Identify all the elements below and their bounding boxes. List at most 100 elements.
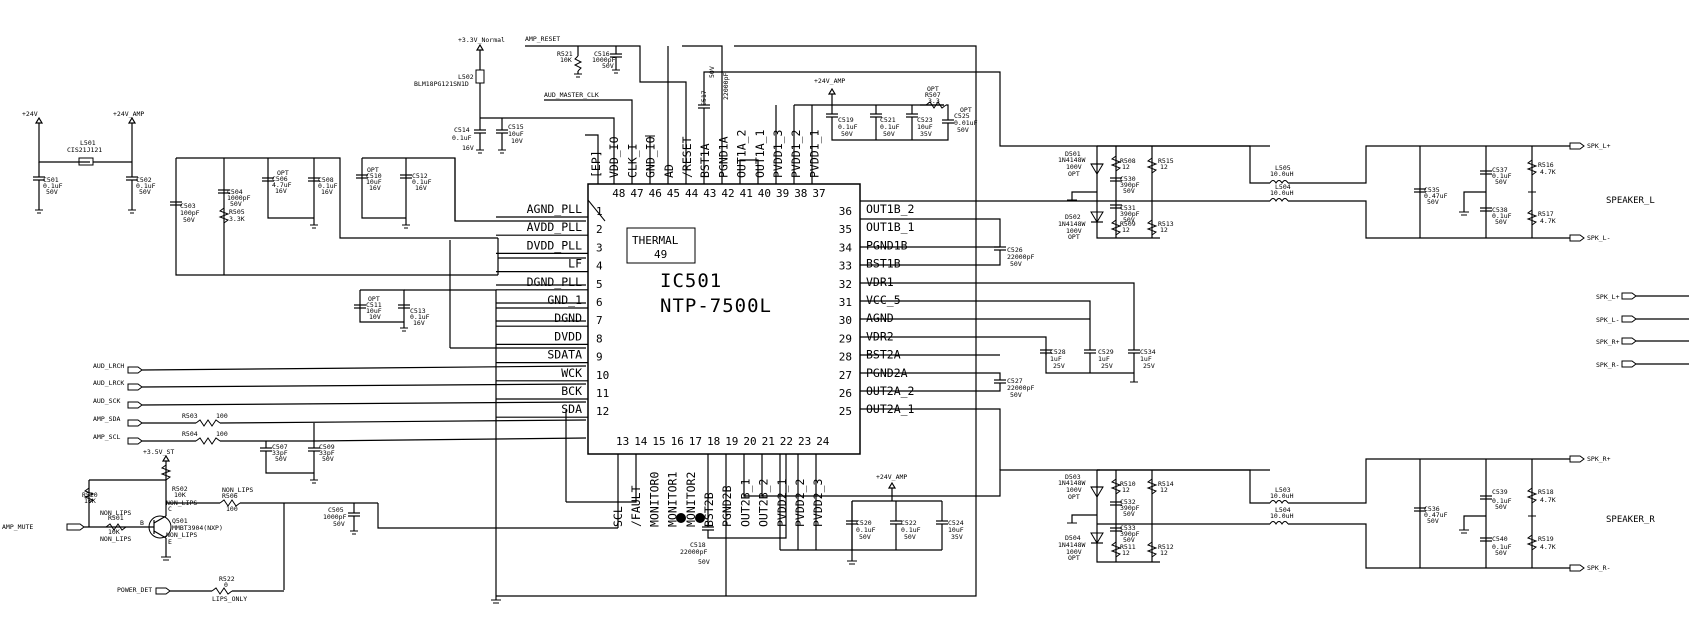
c502-rating: 50V — [139, 188, 151, 196]
c525-opt: OPT — [960, 106, 972, 114]
r522-ref: R522 — [219, 575, 235, 583]
net-lips-only: LIPS_ONLY — [212, 595, 247, 603]
net-spk-r-minus-2: SPK_R- — [1596, 361, 1619, 369]
ic-bottom-pin-number: 22 — [780, 435, 793, 448]
ic-bottom-pin-number: 23 — [798, 435, 811, 448]
ic-left-pin-number: 1 — [596, 205, 603, 218]
c509-ref: C509 — [319, 443, 335, 451]
ic-left-pin-name: WCK — [561, 366, 582, 380]
l502-value: BLM18PG121SN1D — [414, 80, 469, 88]
ic-bottom-pin-name: PVDD2_2 — [793, 479, 807, 527]
ic-left-pin-name: DGND_PLL — [527, 275, 582, 289]
r503-ref: R503 — [182, 412, 198, 420]
q501-value: MMBT3904(NXP) — [172, 524, 223, 532]
c537-ref: C537 — [1492, 166, 1508, 174]
r507-opt: OPT — [927, 85, 939, 93]
resistor-r501 — [105, 523, 127, 531]
ic-left-pin-number: 6 — [596, 296, 603, 309]
r508-ref: R508 — [1120, 157, 1136, 165]
ic-right-pin-number: 34 — [839, 241, 853, 254]
r521-ref: R521 — [557, 50, 573, 58]
l504b-value: 10.0uH — [1270, 512, 1294, 520]
port-aud-lrck — [127, 383, 143, 391]
ic-bottom-pin-name: OUT2B_1 — [738, 478, 752, 527]
r506-ref: R506 — [222, 492, 238, 500]
c518-value: 22000pF — [680, 548, 707, 556]
c526-ref: C526 — [1007, 246, 1023, 254]
ic-notch — [587, 199, 606, 222]
c508-ref: C508 — [318, 176, 334, 184]
ic-bottom-pin-number: 21 — [762, 435, 775, 448]
r515-value: 12 — [1160, 163, 1168, 171]
speaker-l-label: SPEAKER_L — [1606, 196, 1655, 206]
c532-rating: 50V — [1123, 510, 1135, 518]
c523-ref: C523 — [917, 116, 933, 124]
port-spk-l-plus — [1569, 142, 1585, 150]
c518-rating: 50V — [698, 558, 710, 566]
d502-opt: OPT — [1068, 233, 1080, 241]
net-spk-l-plus-2: SPK_L+ — [1596, 293, 1620, 301]
power-arrow-3v5-st — [161, 454, 171, 462]
c519-value: 0.1uF — [838, 123, 858, 131]
d502-ref: D502 — [1065, 213, 1081, 221]
c510-value: 10uF — [366, 178, 382, 186]
resistor-r519 — [1526, 534, 1538, 551]
c523-rating: 35V — [920, 130, 932, 138]
c534-value: 1uF — [1140, 355, 1152, 363]
d501-rating: 100V — [1066, 163, 1082, 171]
thermal-pin-number: 49 — [654, 248, 667, 261]
c538-ref: C538 — [1492, 206, 1508, 214]
c502-value: 0.1uF — [136, 182, 156, 190]
net-spk-r-minus: SPK_R- — [1587, 564, 1610, 572]
net-aud-lrch: AUD_LRCH — [93, 362, 124, 370]
d504-rating: 100V — [1066, 548, 1082, 556]
net-aud-lrck: AUD_LRCK — [93, 379, 124, 387]
ic-bottom-pin-name: PGND2B — [720, 485, 734, 527]
r505-ref: R505 — [229, 208, 245, 216]
r505-value: 3.3K — [229, 215, 245, 223]
c511-rating: 10V — [369, 313, 381, 321]
net-spk-l-plus: SPK_L+ — [1587, 142, 1611, 150]
r517-value: 4.7K — [1540, 217, 1556, 225]
ic-top-pin-name: PVDD1_3 — [771, 129, 785, 178]
port-spk-r-plus — [1569, 455, 1585, 463]
l503-value: 10.0uH — [1270, 492, 1294, 500]
power-arrow-3v3 — [475, 43, 485, 51]
c518-ref: C518 — [690, 541, 706, 549]
r521-value: 10K — [560, 56, 572, 64]
c517-rating: 50V — [708, 66, 716, 78]
ic-bottom-pin-name: PVDD2_3 — [811, 478, 825, 527]
port-aud-lrch — [127, 366, 143, 374]
ic-right-pin-number: 29 — [839, 332, 852, 345]
ic-left-pin-name: BCK — [561, 384, 582, 398]
c539-value: 0.1uF — [1492, 497, 1512, 505]
right-section: C526 22000pF 50V C528 1uF 25V C529 1uF 2… — [860, 142, 1689, 572]
r512-value: 12 — [1160, 549, 1168, 557]
ic-bottom-pin-number: 17 — [689, 435, 702, 448]
resistor-r506 — [219, 499, 241, 507]
ic-left-pin-name: DVDD — [554, 329, 582, 343]
resistor-r507 — [925, 101, 947, 109]
port-spk-r-minus-2 — [1621, 360, 1637, 368]
d503-opt: OPT — [1068, 493, 1080, 501]
c508-rating: 16V — [321, 188, 333, 196]
ic-bottom-pin-number: 18 — [707, 435, 720, 448]
ic-left-pin-number: 4 — [596, 260, 603, 273]
c505-value: 1000pF — [323, 513, 347, 521]
ic-top-pin-number: 45 — [667, 187, 680, 200]
r513-ref: R513 — [1158, 220, 1174, 228]
net-power-det: POWER_DET — [117, 586, 152, 594]
ic-top-pin-number: 48 — [612, 187, 625, 200]
c510-opt: OPT — [367, 166, 379, 174]
resistor-r511 — [1110, 541, 1122, 558]
net-3v5-st: +3.5V_ST — [143, 448, 174, 456]
c512-ref: C512 — [412, 172, 428, 180]
c536-ref: C536 — [1424, 505, 1440, 513]
c517-value: 22000pF — [722, 73, 730, 100]
net-aud-master-clk: AUD_MASTER_CLK — [544, 91, 599, 99]
resistor-r512 — [1146, 541, 1158, 558]
c506-ref: C506 — [272, 175, 288, 183]
power-arrow-24v — [34, 116, 44, 124]
